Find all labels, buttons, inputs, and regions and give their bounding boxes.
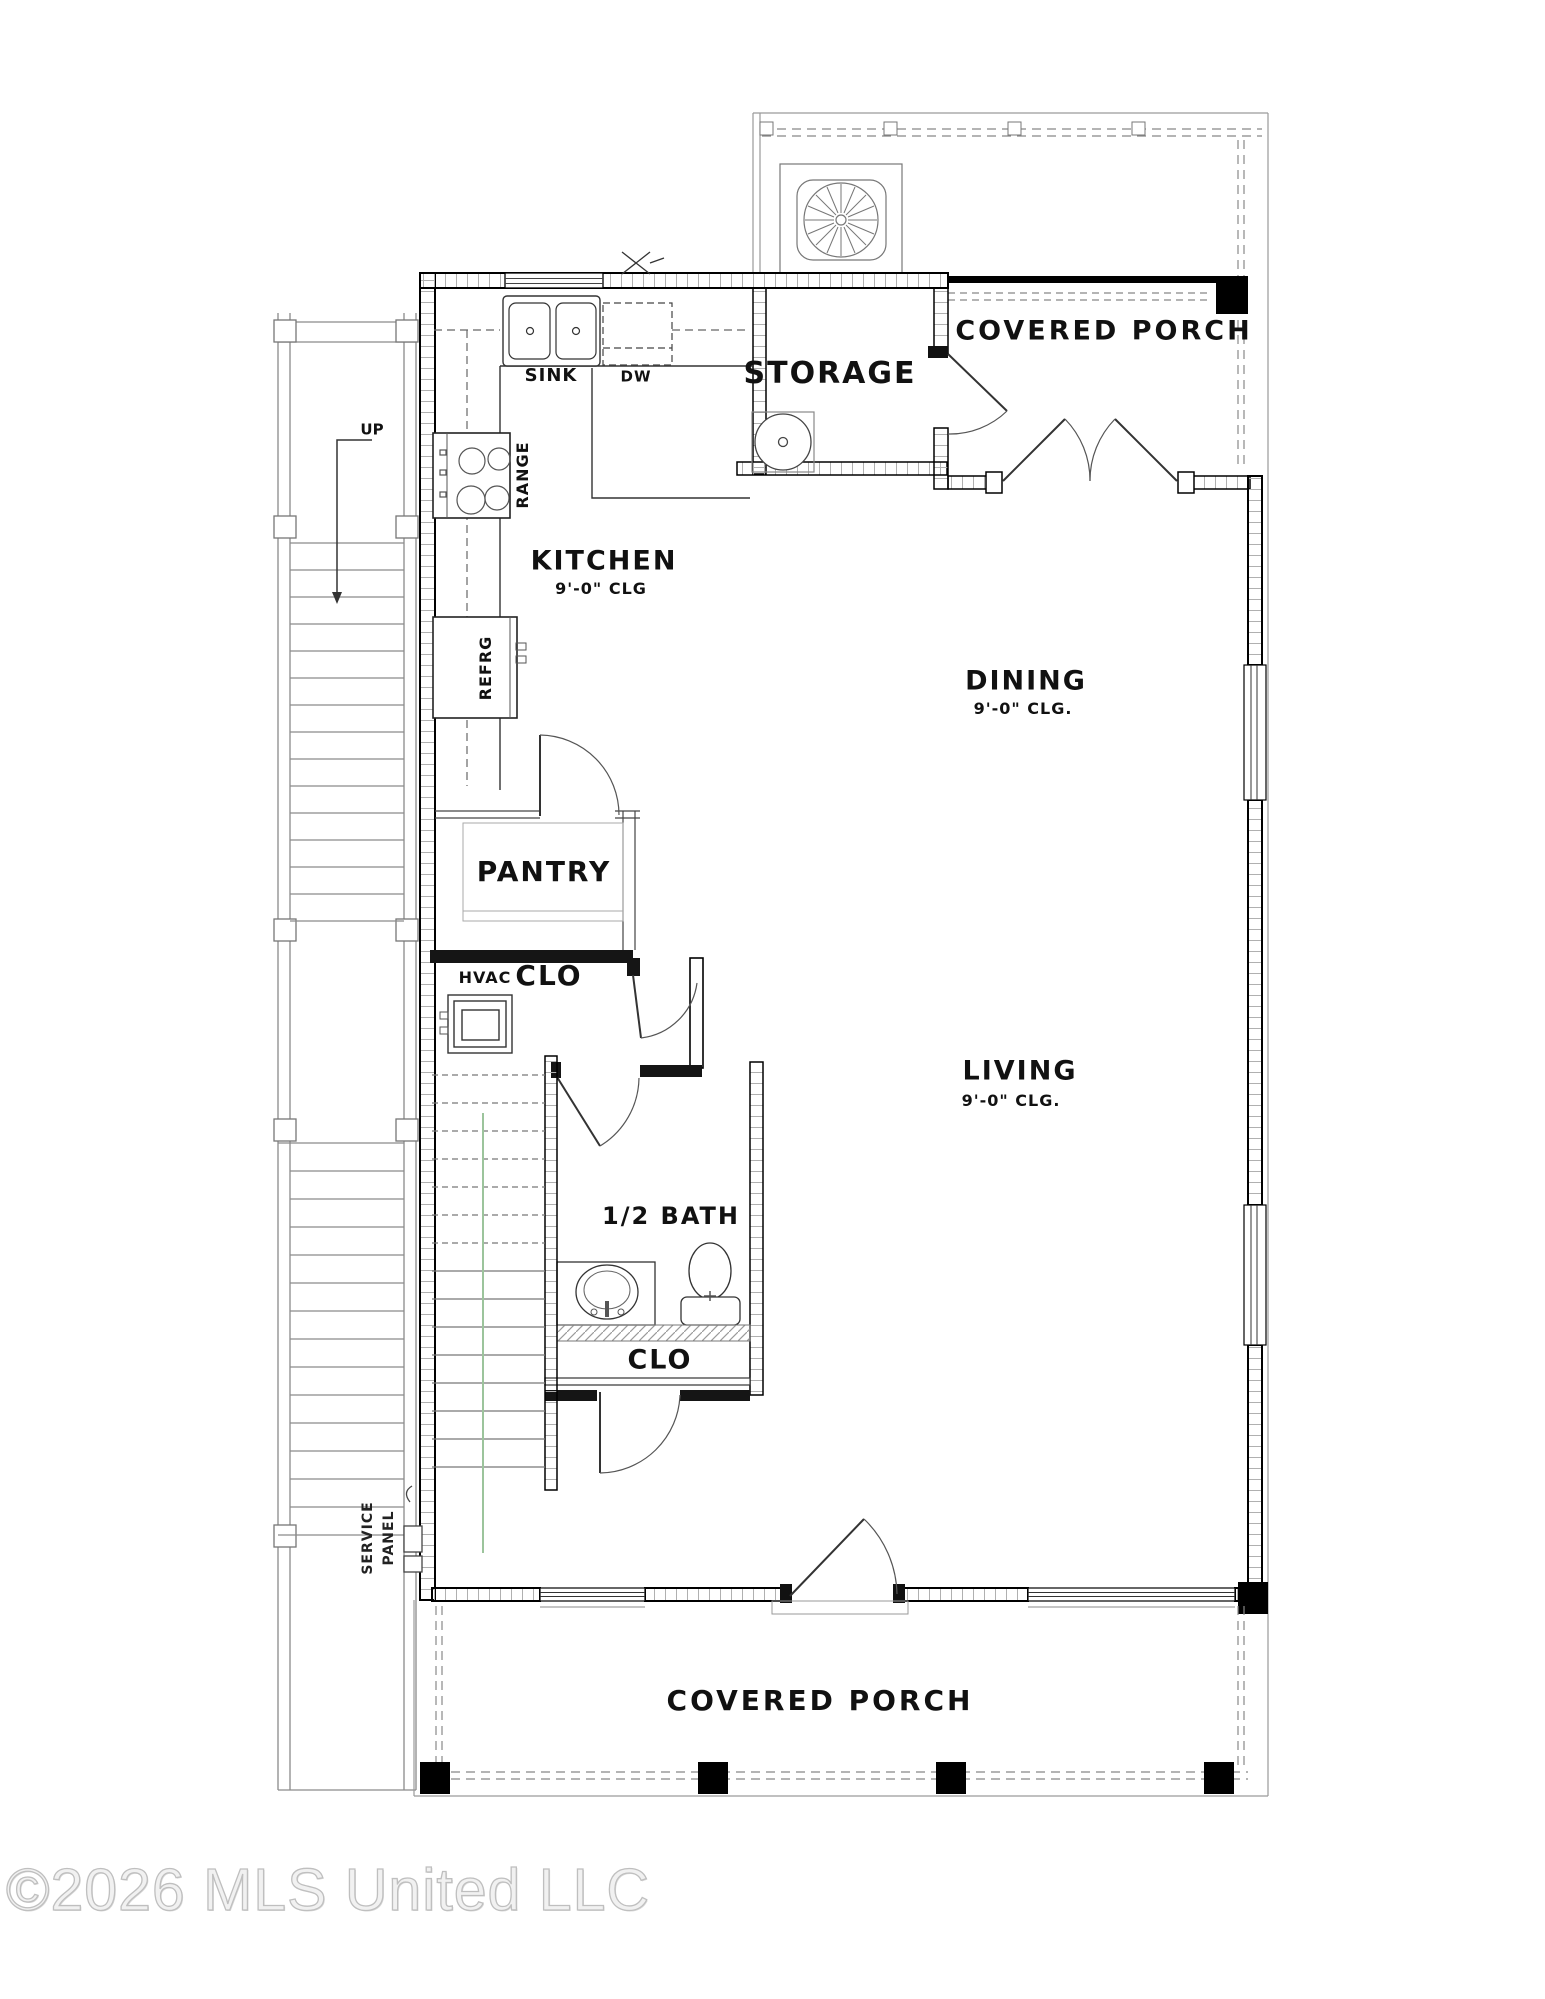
- exterior-stair: [273, 313, 419, 1791]
- ac-condenser-icon: [779, 163, 903, 274]
- window-bottom-left: [539, 1587, 646, 1608]
- mls-watermark: ©2026 MLS United LLC: [5, 1856, 650, 1923]
- vanity-sink-icon: [556, 1261, 656, 1326]
- water-heater-icon: [751, 411, 815, 473]
- range-icon: [432, 432, 511, 519]
- closet-label: CLO: [627, 1344, 693, 1376]
- closet-room: [544, 1324, 751, 1474]
- porch-rail-posts: [759, 121, 1146, 136]
- window-living-right: [1243, 1204, 1267, 1346]
- pantry-room: [435, 734, 640, 950]
- hvac-closet: [430, 950, 704, 1069]
- pantry-door: [539, 734, 620, 816]
- covered-porch-bottom-label: COVERED PORCH: [666, 1684, 974, 1717]
- ceiling-symbol: [621, 251, 665, 275]
- refrigerator-icon: [432, 616, 527, 719]
- toilet-icon: [680, 1242, 741, 1326]
- sink-label: SINK: [524, 365, 578, 386]
- kitchen-label: KITCHEN: [530, 545, 678, 577]
- storage-label: STORAGE: [743, 356, 917, 391]
- hvac-closet-door: [632, 974, 698, 1039]
- living-ceiling-label: 9'-0" CLG.: [961, 1091, 1061, 1110]
- storage-door: [947, 353, 1008, 435]
- half-bath-room: [551, 1061, 764, 1396]
- up-label: UP: [360, 420, 384, 439]
- service-panel-line2: PANEL: [381, 1510, 397, 1566]
- hvac-unit-icon: [439, 994, 513, 1054]
- living-label: LIVING: [962, 1055, 1078, 1087]
- bottom-porch: [413, 1600, 1268, 1797]
- kitchen-sink-icon: [502, 295, 601, 367]
- up-arrow: [332, 439, 372, 604]
- dishwasher-icon: [602, 302, 673, 366]
- closet-door: [599, 1392, 681, 1474]
- service-panel-icon: [403, 1485, 423, 1573]
- window-dining-right: [1243, 664, 1267, 801]
- windows: [504, 272, 1267, 1608]
- bath-door: [556, 1076, 640, 1147]
- range-label: RANGE: [513, 441, 532, 509]
- kitchen-ceiling-label: 9'-0" CLG: [555, 579, 647, 598]
- upper-porch: [752, 112, 1269, 1796]
- interior-stair: [432, 1055, 558, 1553]
- dishwasher-label: DW: [620, 367, 652, 386]
- french-doors: [1002, 418, 1178, 482]
- covered-porch-top-label: COVERED PORCH: [955, 315, 1253, 347]
- hvac-label: HVAC: [458, 968, 512, 987]
- service-panel-label: SERVICE PANEL: [358, 1501, 400, 1574]
- service-panel-line1: SERVICE: [360, 1501, 376, 1575]
- half-bath-label: 1/2 BATH: [602, 1202, 740, 1230]
- dining-label: DINING: [965, 665, 1087, 697]
- dining-ceiling-label: 9'-0" CLG.: [973, 699, 1073, 718]
- pantry-label: PANTRY: [476, 855, 612, 888]
- porch-columns: [420, 1762, 1234, 1794]
- hvac-clo-label: CLO: [515, 959, 583, 992]
- refrigerator-label: REFRG: [476, 635, 495, 701]
- front-door: [771, 1518, 909, 1615]
- window-bottom-right: [1027, 1587, 1236, 1608]
- window-kitchen-sink: [504, 272, 604, 289]
